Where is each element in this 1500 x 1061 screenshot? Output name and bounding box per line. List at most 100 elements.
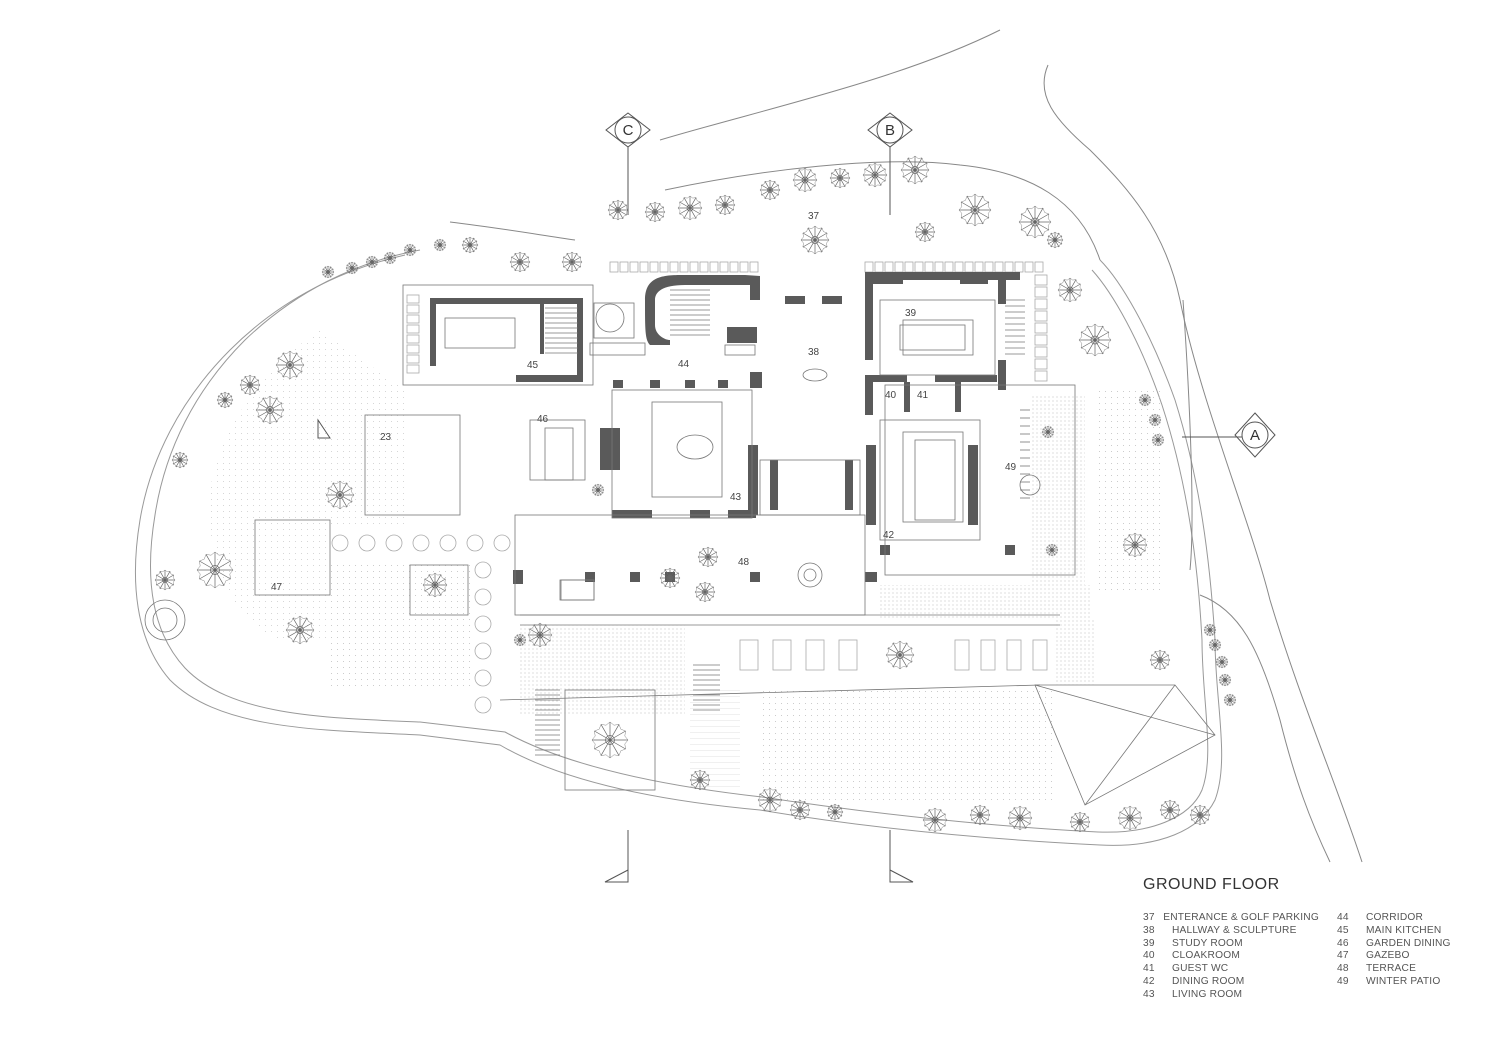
- legend-item-name: CORRIDOR: [1366, 912, 1424, 923]
- tree-symbol: [1018, 205, 1052, 239]
- room-label-38: 38: [808, 347, 820, 358]
- tree-symbol: [1148, 413, 1162, 427]
- paver: [1034, 358, 1048, 370]
- section-markers: [317, 112, 1276, 883]
- legend-item-name: GUEST WC: [1172, 963, 1229, 975]
- tree-symbol: [275, 350, 305, 380]
- tree-symbol: [826, 803, 844, 821]
- legend-item: 44 CORRIDOR: [1337, 912, 1451, 925]
- paver: [719, 261, 729, 273]
- stepping-stone: [474, 588, 492, 606]
- room-label-23: 23: [380, 432, 392, 443]
- tree-symbol: [1223, 693, 1237, 707]
- tree-symbol: [922, 807, 948, 833]
- tree-symbol: [1208, 638, 1222, 652]
- paver: [1034, 346, 1048, 358]
- room-label-37: 37: [808, 211, 820, 222]
- tree-symbol: [1149, 649, 1171, 671]
- paver: [1024, 261, 1034, 273]
- paver: [689, 261, 699, 273]
- tree-symbol: [800, 225, 830, 255]
- tree-symbol: [1117, 805, 1143, 831]
- tree-symbol: [1078, 323, 1112, 357]
- tree-symbol: [1138, 393, 1152, 407]
- paver: [1004, 261, 1014, 273]
- room-label-43: 43: [730, 492, 742, 503]
- room-labels: 37 38 39 40 41 42 43 44 45 46 47 48 49 2…: [271, 211, 1017, 593]
- legend-item-number: 49: [1337, 975, 1349, 987]
- tree-symbol: [792, 167, 818, 193]
- legend-item-name: HALLWAY & SCULPTURE: [1172, 924, 1297, 936]
- room-label-44: 44: [678, 359, 690, 370]
- paver: [1034, 322, 1048, 334]
- stepping-stone: [385, 534, 403, 552]
- paver: [406, 344, 420, 354]
- legend-item-name: GAZEBO: [1366, 950, 1410, 962]
- paver: [1034, 298, 1048, 310]
- legend-item-number: 44: [1337, 912, 1349, 923]
- paver: [669, 261, 679, 273]
- legend-item-name: TERRACE: [1366, 963, 1417, 975]
- tree-symbol: [527, 622, 553, 648]
- room-label-47: 47: [271, 582, 283, 593]
- paver: [884, 261, 894, 273]
- paver: [609, 261, 619, 273]
- tree-symbol: [365, 255, 379, 269]
- room-label-42: 42: [883, 530, 895, 541]
- tree-symbol: [1218, 673, 1232, 687]
- tree-symbol: [1151, 433, 1165, 447]
- section-marker-c-label: C: [623, 122, 634, 139]
- paver: [924, 261, 934, 273]
- paver: [729, 261, 739, 273]
- tree-symbol: [154, 569, 176, 591]
- tree-symbol: [255, 395, 285, 425]
- paver: [904, 261, 914, 273]
- tree-symbol: [958, 193, 992, 227]
- paver: [619, 261, 629, 273]
- legend-item-number: 38: [1143, 924, 1155, 936]
- paver: [406, 294, 420, 304]
- stepping-stone: [493, 534, 511, 552]
- tree-symbol: [422, 572, 448, 598]
- paver: [1034, 370, 1048, 382]
- tree-symbol: [607, 199, 629, 221]
- paver: [944, 261, 954, 273]
- room-label-46: 46: [537, 414, 549, 425]
- tree-symbol: [900, 155, 930, 185]
- paver: [639, 261, 649, 273]
- legend-item-number: 40: [1143, 950, 1155, 962]
- building-walls: [430, 272, 1020, 584]
- tree-symbol: [759, 179, 781, 201]
- tree-symbol: [714, 194, 736, 216]
- tree-symbol: [689, 769, 711, 791]
- paver: [974, 261, 984, 273]
- road-lines: [449, 29, 1363, 863]
- stepping-stone: [474, 561, 492, 579]
- paver: [1034, 286, 1048, 298]
- tree-symbol: [1057, 277, 1083, 303]
- legend-item-number: 37: [1143, 912, 1155, 923]
- tree-symbol: [509, 251, 531, 273]
- tree-symbol: [789, 799, 811, 821]
- stepping-stone: [466, 534, 484, 552]
- tree-symbol: [1189, 804, 1211, 826]
- paver: [679, 261, 689, 273]
- legend-item: 48 TERRACE: [1337, 963, 1451, 976]
- paver: [1014, 261, 1024, 273]
- sun-lounger: [980, 639, 996, 671]
- legend-item-number: 45: [1337, 924, 1349, 936]
- legend-item-number: 48: [1337, 963, 1349, 975]
- paver: [1034, 334, 1048, 346]
- stepping-stone: [474, 696, 492, 714]
- room-label-39: 39: [905, 308, 917, 319]
- paver: [406, 314, 420, 324]
- section-marker-a-label: A: [1250, 427, 1260, 444]
- tree-symbol: [591, 721, 629, 759]
- tree-symbol: [513, 633, 527, 647]
